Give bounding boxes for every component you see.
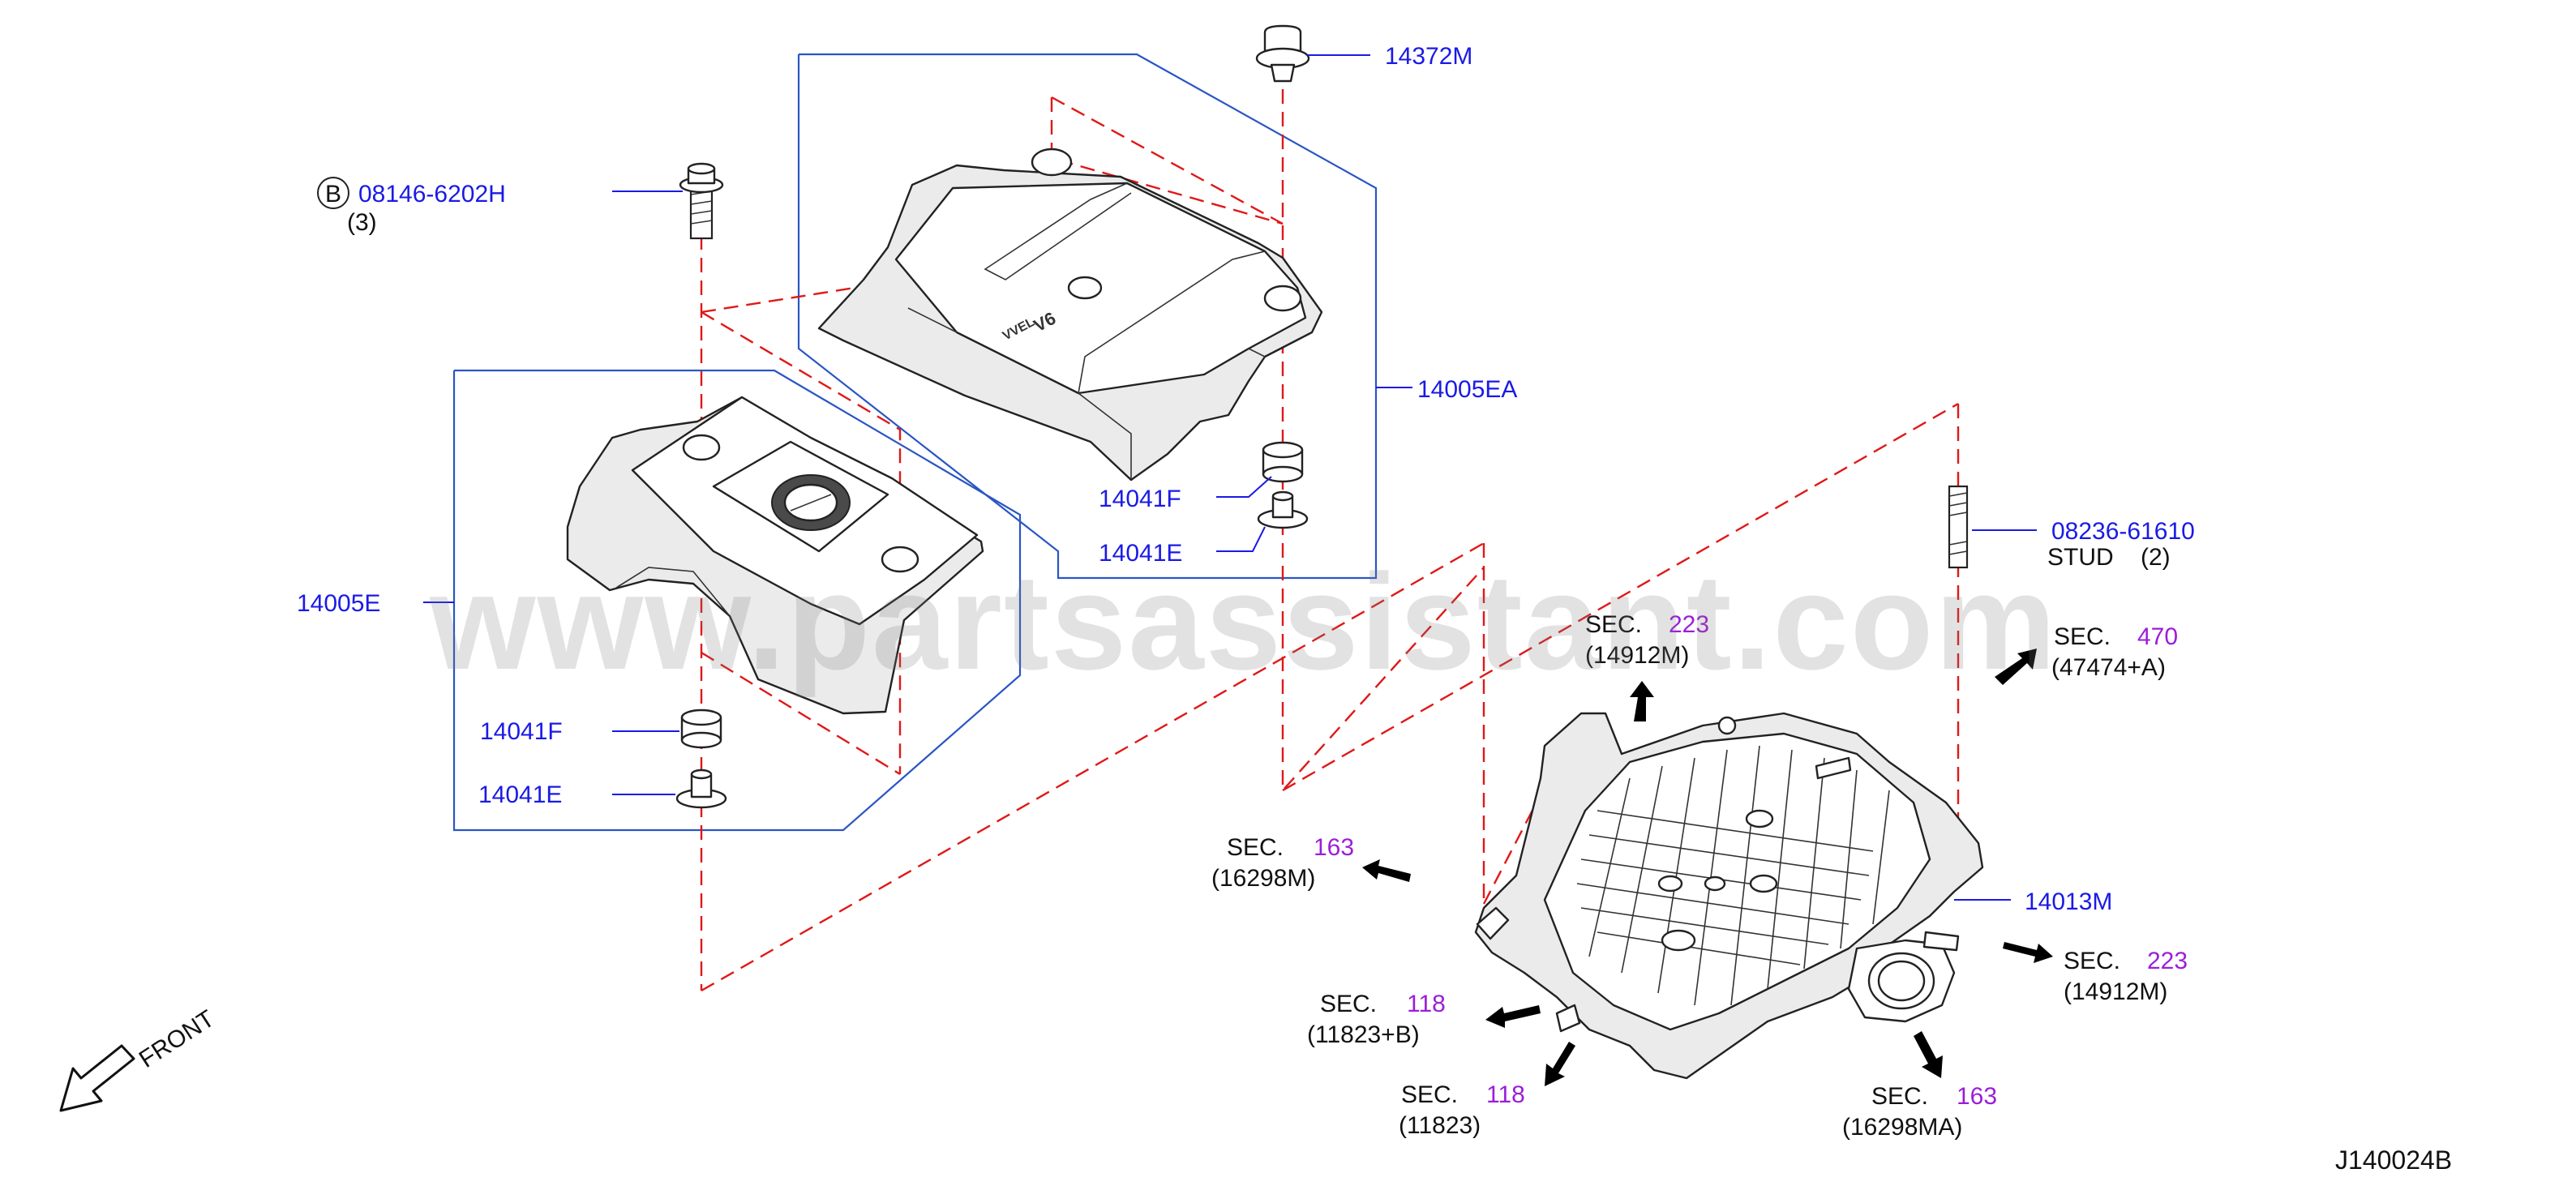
engine-cover-upper: V6 VVEL (817, 148, 1323, 482)
svg-text:(3): (3) (347, 209, 377, 236)
svg-text:STUD: STUD (2047, 544, 2114, 571)
svg-text:118: 118 (1486, 1081, 1525, 1108)
grommet-lower-f (680, 709, 722, 749)
svg-text:(11823): (11823) (1399, 1112, 1481, 1139)
svg-text:(11823+B): (11823+B) (1307, 1021, 1420, 1048)
svg-text:B: B (325, 181, 341, 208)
svg-text:08236-61610: 08236-61610 (2051, 518, 2195, 545)
bolt-08146-6202H (679, 162, 724, 240)
svg-text:223: 223 (1669, 611, 1709, 638)
svg-text:FRONT: FRONT (135, 1005, 220, 1073)
upper-cover-group-box (797, 53, 1378, 580)
label-stud: 08236-61610 STUD (2) (2047, 518, 2195, 571)
label-collector: 14013M (2025, 888, 2112, 915)
svg-text:SEC.: SEC. (1227, 834, 1284, 861)
label-grommet-lower-e: 14041E (478, 781, 562, 808)
grommet-upper-e (1257, 490, 1309, 529)
diagram-id: J140024B (2335, 1145, 2452, 1175)
watermark: www.partsassistant.com (429, 546, 2058, 698)
svg-text:470: 470 (2137, 623, 2178, 650)
section-ref: SEC. 118 (11823+B) (1307, 991, 1446, 1048)
leader-lines (423, 54, 2037, 901)
section-ref: SEC. 163 (16298M) (1211, 834, 1354, 892)
svg-text:SEC.: SEC. (1320, 991, 1377, 1017)
grommet-upper-f (1262, 441, 1304, 483)
section-ref: SEC. 163 (16298MA) (1842, 1083, 1997, 1141)
svg-text:SEC.: SEC. (1401, 1081, 1458, 1108)
svg-text:(47474+A): (47474+A) (2051, 654, 2166, 681)
label-grommet-lower-f: 14041F (480, 718, 563, 745)
svg-text:163: 163 (1957, 1083, 1997, 1110)
svg-text:SEC.: SEC. (2064, 948, 2120, 974)
section-arrows (1362, 649, 2053, 1086)
clip-14372M (1255, 24, 1310, 83)
svg-text:SEC.: SEC. (1585, 611, 1642, 638)
stud-08236-61610 (1948, 485, 1969, 569)
svg-text:SEC.: SEC. (1871, 1083, 1928, 1110)
svg-text:223: 223 (2147, 948, 2188, 974)
section-ref: SEC. 118 (11823) (1399, 1081, 1525, 1139)
svg-text:(16298MA): (16298MA) (1842, 1114, 1962, 1141)
svg-text:(14912M): (14912M) (2064, 978, 2167, 1005)
svg-text:118: 118 (1407, 991, 1446, 1017)
svg-text:08146-6202H: 08146-6202H (358, 181, 506, 208)
grommet-lower-e (675, 768, 727, 809)
section-ref: SEC. 223 (14912M) (1585, 611, 1709, 669)
svg-text:163: 163 (1314, 834, 1354, 861)
label-grommet-upper-e: 14041E (1099, 540, 1182, 567)
label-bolt: B 08146-6202H (3) (317, 177, 506, 236)
label-cover-upper: 14005EA (1417, 376, 1517, 403)
label-grommet-upper-f: 14041F (1099, 486, 1181, 512)
svg-text:(2): (2) (2141, 544, 2171, 571)
front-direction-indicator: FRONT (59, 1005, 220, 1112)
engine-cover-lower (566, 396, 984, 715)
section-ref: SEC. 470 (47474+A) (2051, 623, 2178, 681)
label-cover-lower: 14005E (297, 590, 380, 617)
svg-text:(14912M): (14912M) (1585, 642, 1689, 669)
svg-text:(16298M): (16298M) (1211, 865, 1315, 892)
lower-cover-group-box (452, 369, 1022, 832)
label-clip-14372M: 14372M (1385, 43, 1472, 70)
section-ref: SEC. 223 (14912M) (2064, 948, 2188, 1005)
svg-text:SEC.: SEC. (2054, 623, 2111, 650)
intake-collector (1474, 712, 1984, 1080)
